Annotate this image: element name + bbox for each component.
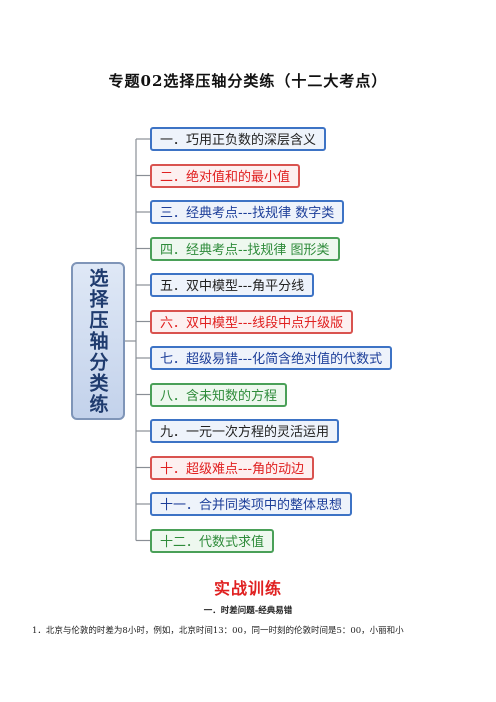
- mindmap-branch-10: 十．超级难点---角的动边: [150, 455, 315, 480]
- mindmap-branch-7: 七．超级易错---化简含绝对值的代数式: [150, 346, 393, 370]
- mindmap-branch-12: 十二．代数式求值: [150, 528, 275, 553]
- mindmap-center-label: 选择压轴分类练: [86, 267, 109, 415]
- question-text: 1．北京与伦敦的时差为8小时，例如，北京时间13：00，同一时刻的伦敦时间是5：…: [32, 626, 404, 636]
- mindmap-center-node: 选择压轴分类练: [71, 262, 125, 420]
- section-heading: 实战训练: [213, 579, 282, 598]
- page-title: 专题02选择压轴分类练（十二大考点）: [108, 72, 388, 90]
- mindmap-branch-9: 九．一元一次方程的灵活运用: [150, 419, 340, 443]
- mindmap-branch-2: 二．绝对值和的最小值: [150, 163, 301, 188]
- mindmap-branch-1: 一．巧用正负数的深层含义: [150, 127, 327, 151]
- mindmap-branch-3: 三．经典考点---找规律 数字类: [150, 200, 345, 224]
- mindmap-branch-4: 四．经典考点--找规律 图形类: [150, 236, 340, 261]
- mindmap-branch-5: 五．双中模型---角平分线: [150, 273, 315, 297]
- mindmap-branch-6: 六．双中模型---线段中点升级版: [150, 309, 354, 334]
- sub-heading: 一．时差问题-经典易错: [203, 606, 293, 616]
- mindmap-branch-8: 八．含未知数的方程: [150, 382, 288, 407]
- mindmap-branch-11: 十一．合并同类项中的整体思想: [150, 492, 353, 516]
